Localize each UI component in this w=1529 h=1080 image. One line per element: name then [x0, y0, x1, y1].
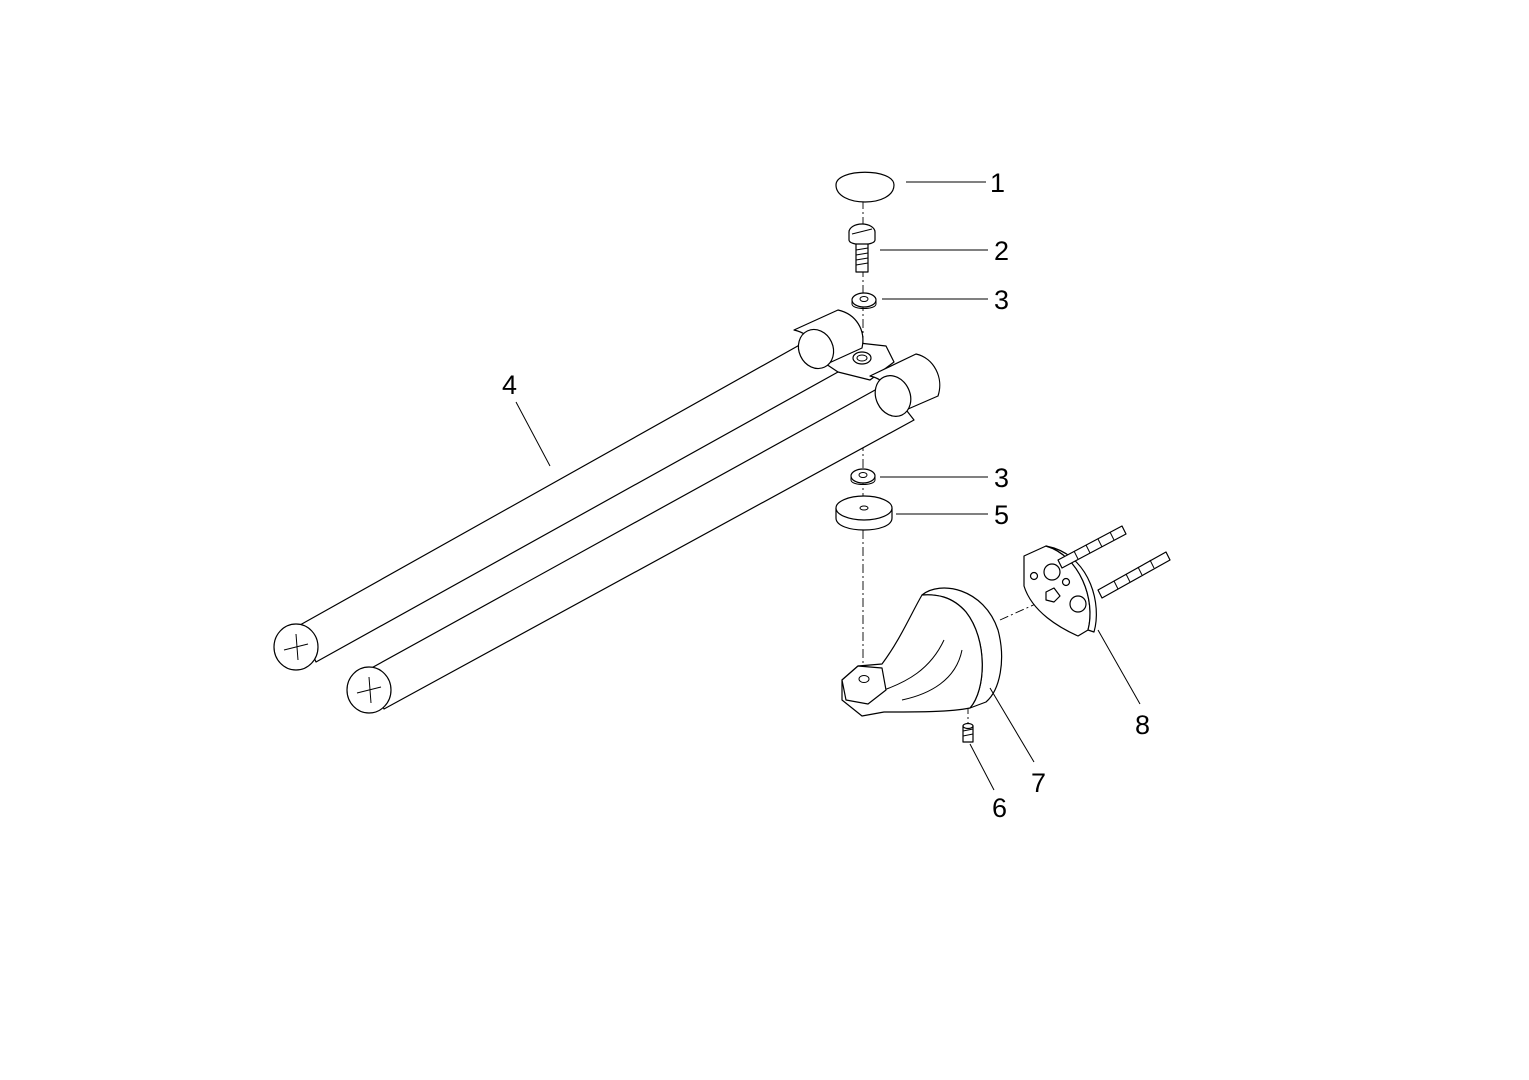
- front-hub-face: [874, 375, 912, 417]
- callouts: 1 2 3 4 3 5 8 7 6: [502, 168, 1150, 823]
- bracket-arm-shading: [883, 639, 963, 701]
- plate-hole-lower: [1069, 595, 1087, 613]
- plate-hole-upper: [1043, 563, 1061, 581]
- lower-anchor-ribs: [1113, 559, 1155, 590]
- callout-1: 1: [990, 168, 1005, 198]
- screw-slot: [851, 228, 873, 235]
- bracket-hex-end: [841, 665, 887, 705]
- upper-wall-anchor: [1057, 525, 1127, 569]
- plate-hole-left: [1029, 571, 1039, 581]
- lower-washer: [850, 468, 876, 485]
- back-cap-cross-line-2: [295, 633, 299, 661]
- plate-center-notch: [1045, 587, 1061, 603]
- lower-wall-anchor: [1097, 551, 1171, 599]
- callout-7: 7: [1031, 768, 1046, 798]
- plate-hole-right: [1061, 577, 1071, 587]
- set-screw: [962, 722, 974, 743]
- upper-washer-hole: [859, 296, 869, 302]
- upper-washer-body: [851, 292, 877, 308]
- cover-cap-dome: [835, 171, 895, 203]
- leader-6: [969, 743, 995, 791]
- lower-washer-body: [850, 468, 876, 484]
- mounting-plate-body: [1023, 545, 1091, 637]
- leader-7: [989, 687, 1035, 763]
- front-cap-cross-line-2: [368, 676, 372, 704]
- back-hub-face: [797, 328, 835, 370]
- callout-8: 8: [1135, 710, 1150, 740]
- double-towel-bar: [273, 309, 941, 714]
- mounting-plate: [1023, 525, 1171, 637]
- cover-cap: [835, 171, 895, 203]
- callout-6: 6: [992, 793, 1007, 823]
- back-cap-cross-line-1: [283, 643, 309, 651]
- bridge-hole-inner: [856, 354, 868, 362]
- disc-washer-hole: [859, 505, 869, 511]
- slotted-screw: [848, 223, 876, 273]
- lower-washer-hole: [858, 472, 868, 478]
- leader-lines: [515, 181, 1141, 791]
- disc-washer-top: [835, 495, 893, 521]
- bracket-hex-hole: [858, 675, 870, 683]
- leader-4: [515, 401, 551, 467]
- screw-threads: [855, 247, 869, 266]
- bridge-hole: [852, 351, 872, 365]
- callout-3-upper: 3: [994, 285, 1009, 315]
- mounting-plate-edge: [1045, 545, 1097, 633]
- callout-2: 2: [994, 236, 1009, 266]
- upper-anchor-ribs: [1073, 531, 1115, 560]
- set-screw-top: [962, 722, 974, 730]
- leader-8: [1097, 629, 1141, 705]
- upper-washer: [851, 292, 877, 309]
- callout-5: 5: [994, 500, 1009, 530]
- disc-washer: [835, 495, 893, 531]
- wall-axis: [999, 601, 1041, 621]
- callout-3-lower: 3: [994, 463, 1009, 493]
- callout-4: 4: [502, 370, 517, 400]
- front-cap-cross-line-1: [356, 686, 382, 694]
- wall-bracket: [841, 587, 1003, 717]
